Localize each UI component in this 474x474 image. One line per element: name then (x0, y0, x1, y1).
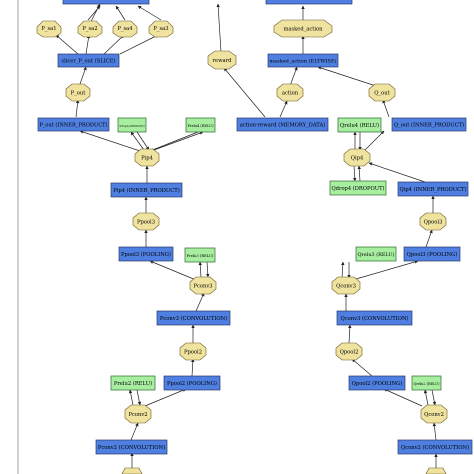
svg-text:Qconv3: Qconv3 (336, 284, 356, 290)
svg-text:Qpool3: Qpool3 (424, 220, 443, 226)
svg-text:Pconv2: Pconv2 (128, 412, 147, 418)
layer-ppool2: Ppool2 (POOLING) (163, 375, 221, 391)
svg-text:Pconv3: Pconv3 (193, 284, 212, 290)
blob-ppool2: Ppool2 (179, 342, 207, 361)
blob-partial-left (121, 467, 143, 474)
svg-text:reward: reward (213, 58, 233, 64)
svg-text:Pconv2 (CONVOLUTION): Pconv2 (CONVOLUTION) (98, 444, 165, 451)
blob-ppool3: Ppool3 (132, 212, 160, 231)
svg-text:Pip4 (INNER_PRODUCT): Pip4 (INNER_PRODUCT) (113, 187, 180, 194)
layer-pdrop4: Pdrop4 (DROPOUT) (117, 117, 147, 133)
layer-masked-action: masked_action (ELTWISE) (267, 53, 339, 68)
svg-text:Qip4: Qip4 (351, 156, 364, 162)
blob-qpool3: Qpool3 (419, 212, 447, 231)
layer-qconv2: Qconv2 (CONVOLUTION) (397, 439, 473, 455)
layer-pip4-ip: Pip4 (INNER_PRODUCT) (110, 182, 183, 198)
svg-text:Prelu2 (RELU): Prelu2 (RELU) (114, 380, 152, 387)
layer-qip4-ip: Qip4 (INNER_PRODUCT) (397, 181, 469, 197)
svg-text:Ppool2: Ppool2 (184, 350, 202, 356)
svg-text:Qpool2 (POOLING): Qpool2 (POOLING) (352, 380, 403, 387)
svg-text:Pdrop4 (DROPOUT): Pdrop4 (DROPOUT) (119, 125, 144, 128)
layer-prelu2: Prelu2 (RELU) (110, 375, 156, 391)
svg-text:P_out (INNER_PRODUCT): P_out (INNER_PRODUCT) (39, 122, 107, 129)
svg-text:slicer_P_out (SLICE): slicer_P_out (SLICE) (61, 58, 115, 65)
blob-p-out: P_out (65, 83, 91, 102)
blob-qconv3: Qconv3 (331, 276, 361, 295)
svg-text:Q_out: Q_out (374, 91, 390, 97)
layer-qpool3: Qpool3 (POOLING) (403, 246, 461, 262)
layer-pconv3: Pconv3 (CONVOLUTION) (156, 310, 231, 326)
svg-text:masked_action (ELTWISE): masked_action (ELTWISE) (269, 58, 336, 65)
svg-text:Qrelu4 (RELU): Qrelu4 (RELU) (340, 122, 379, 129)
layer-q-out-ip: Q_out (INNER_PRODUCT) (391, 117, 467, 132)
svg-text:masked_action: masked_action (283, 27, 323, 33)
svg-text:action-reward (MEMORY_DATA): action-reward (MEMORY_DATA) (240, 122, 326, 129)
blob-masked-action: masked_action (273, 19, 333, 38)
layer-qrelu3: Qrelu3 (RELU) (355, 246, 397, 262)
layer-qdrop4: Qdrop4 (DROPOUT) (329, 180, 387, 196)
svg-text:Qip4 (INNER_PRODUCT): Qip4 (INNER_PRODUCT) (399, 186, 466, 193)
blob-action: action (276, 83, 304, 102)
layer-pconv2: Pconv2 (CONVOLUTION) (95, 439, 168, 455)
blob-p-sa3: P_sa3 (148, 20, 174, 38)
svg-text:Qrelu3 (RELU): Qrelu3 (RELU) (358, 251, 395, 258)
layer-qpool2: Qpool2 (POOLING) (348, 375, 406, 391)
layer-ppool3: Ppool3 (POOLING) (118, 246, 174, 262)
svg-text:Ppool3: Ppool3 (137, 220, 155, 226)
svg-text:Ppool3 (POOLING): Ppool3 (POOLING) (121, 251, 171, 258)
svg-text:Qpool2: Qpool2 (340, 350, 359, 356)
blob-pconv2: Pconv2 (124, 404, 152, 424)
svg-text:Ppool2 (POOLING): Ppool2 (POOLING) (167, 380, 217, 387)
blob-q-out: Q_out (368, 83, 396, 102)
blob-qip4: Qip4 (343, 148, 371, 167)
blob-partial-right (425, 467, 447, 474)
svg-text:P_sa4: P_sa4 (117, 26, 133, 32)
svg-text:Pip4: Pip4 (141, 156, 153, 162)
svg-text:Prelu3 (RELU): Prelu3 (RELU) (187, 254, 215, 258)
svg-text:Qconv2 (CONVOLUTION): Qconv2 (CONVOLUTION) (401, 444, 469, 451)
svg-text:Pconv3 (CONVOLUTION): Pconv3 (CONVOLUTION) (160, 315, 227, 322)
blob-qconv2: Qconv2 (420, 404, 448, 424)
svg-text:Q_out (INNER_PRODUCT): Q_out (INNER_PRODUCT) (394, 122, 464, 129)
layer-qrelu2: Qrelu2 (RELU) (411, 375, 442, 391)
svg-text:P_sa3: P_sa3 (153, 26, 168, 32)
edges (55, 3, 438, 474)
layer-qconv3: Qconv3 (CONVOLUTION) (336, 310, 413, 326)
top-layer-left-box (62, 0, 150, 5)
svg-text:Qpool3 (POOLING): Qpool3 (POOLING) (407, 251, 458, 258)
blob-reward: reward (207, 50, 237, 70)
svg-text:Qdrop4 (DROPOUT): Qdrop4 (DROPOUT) (331, 185, 384, 192)
blob-p-sa4: P_sa4 (112, 20, 138, 38)
svg-text:Prelu4 (RELU): Prelu4 (RELU) (188, 124, 215, 128)
blob-p-sa2: P_sa2 (77, 20, 103, 38)
blob-qpool2: Qpool2 (335, 342, 363, 361)
layer-action-reward: action-reward (MEMORY_DATA) (236, 117, 329, 132)
svg-text:P_sa1: P_sa1 (41, 26, 56, 32)
blob-pconv3: Pconv3 (189, 276, 217, 295)
svg-text:Qconv2: Qconv2 (424, 412, 444, 418)
svg-text:Qrelu2 (RELU): Qrelu2 (RELU) (414, 382, 441, 386)
layer-p-out-ip: P_out (INNER_PRODUCT) (37, 117, 110, 132)
svg-text:P_sa2: P_sa2 (82, 26, 97, 32)
layer-prelu4: Prelu4 (RELU) (185, 117, 216, 133)
top-layer-right-box (265, 0, 353, 5)
layer-slicer: slicer_P_out (SLICE) (57, 53, 120, 68)
blob-pip4: Pip4 (134, 148, 160, 167)
layer-prelu3: Prelu3 (RELU) (184, 247, 216, 263)
layer-qrelu4: Qrelu4 (RELU) (337, 117, 382, 133)
svg-text:Qconv3 (CONVOLUTION): Qconv3 (CONVOLUTION) (340, 315, 408, 322)
svg-text:action: action (282, 91, 299, 97)
svg-text:P_out: P_out (71, 91, 87, 97)
blob-p-sa1: P_sa1 (36, 20, 62, 38)
